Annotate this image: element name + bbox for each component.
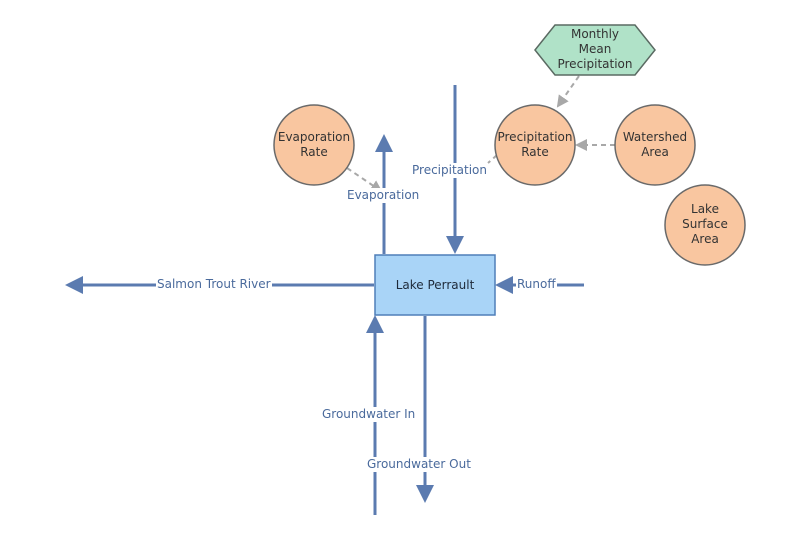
lake-surface-area-converter[interactable] [664, 184, 746, 266]
watershed-area-converter[interactable] [614, 104, 696, 186]
monthly-mean-precipitation-label: Monthly Mean Precipitation [535, 27, 655, 72]
lake-surface-area-label-line-3: Area [691, 232, 719, 246]
lake-surface-area-label: Lake Surface Area [655, 202, 755, 247]
lake-surface-area-label-line-1: Lake [691, 202, 719, 216]
evaporation-rate-label-line-2: Rate [300, 145, 328, 159]
monthly-mean-precipitation-label-line-2: Mean [578, 42, 612, 56]
evaporation-rate-label-line-1: Evaporation [277, 130, 351, 144]
watershed-area-label-line-1: Watershed [622, 130, 688, 144]
runoff-flow-label: Runoff [516, 277, 557, 292]
precipitation-rate-link[interactable] [487, 154, 498, 164]
monthly-mean-precipitation-label-line-3: Precipitation [557, 57, 633, 71]
evaporation-rate-label: Evaporation Rate [264, 130, 364, 160]
precipitation-rate-label-line-2: Rate [521, 145, 549, 159]
monthly-mean-precipitation-label-line-1: Monthly [570, 27, 620, 41]
watershed-area-label: Watershed Area [605, 130, 705, 160]
precipitation-rate-converter[interactable] [494, 104, 576, 186]
monthly-mean-precipitation-link[interactable] [556, 75, 580, 108]
precipitation-flow-label: Precipitation [411, 163, 489, 178]
lake-perrault-stock-label: Lake Perrault [395, 278, 475, 292]
lake-surface-area-label-line-2: Surface [682, 217, 728, 231]
salmon-trout-river-flow-label: Salmon Trout River [156, 277, 272, 292]
groundwater-in-flow-label: Groundwater In [321, 407, 417, 422]
monthly-mean-precipitation-hexagon[interactable] [534, 24, 656, 76]
lake-perrault-stock[interactable] [374, 254, 496, 316]
watershed-area-label-line-2: Area [641, 145, 669, 159]
evaporation-rate-link[interactable] [346, 167, 383, 193]
evaporation-flow-label: Evaporation [346, 188, 421, 203]
precipitation-rate-label: Precipitation Rate [485, 130, 585, 160]
evaporation-rate-converter[interactable] [273, 104, 355, 186]
precipitation-rate-label-line-1: Precipitation [497, 130, 573, 144]
groundwater-out-flow-label: Groundwater Out [366, 457, 472, 472]
